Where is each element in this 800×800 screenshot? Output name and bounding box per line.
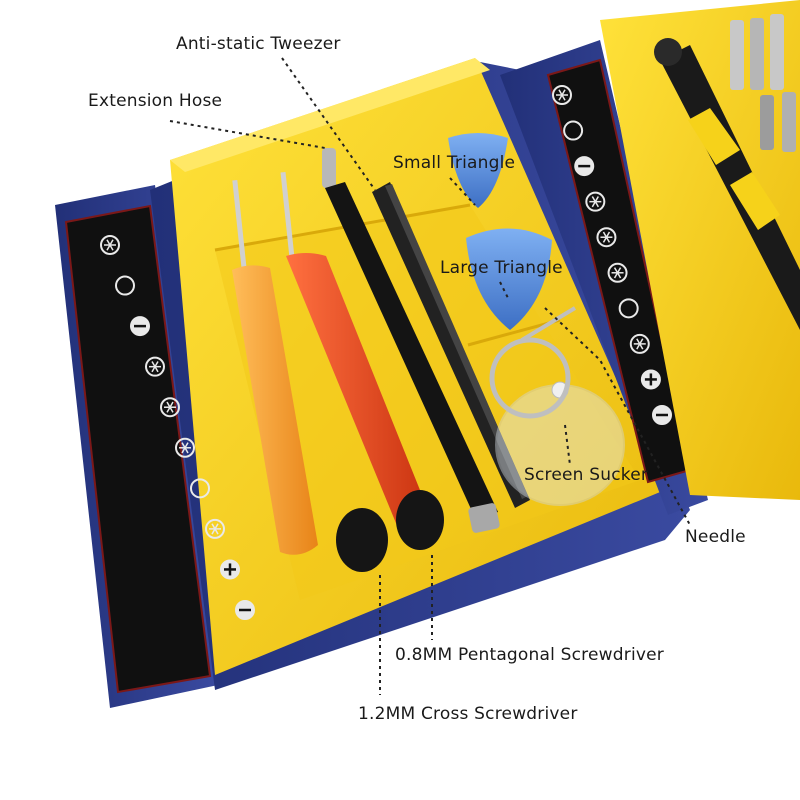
cross-bit-icon: [640, 369, 661, 390]
torx-bit-icon: [596, 227, 617, 248]
cross-bit-icon: [220, 559, 240, 580]
flat-bit-icon: [652, 405, 672, 425]
hex-bit-icon: [618, 298, 639, 319]
small-triangle-pry-tool: [448, 133, 508, 208]
right-tray: [600, 0, 800, 500]
cross-screwdriver: [280, 172, 444, 550]
anti-static-tweezer: [372, 182, 530, 508]
callout-anti-static-tweezer: Anti-static Tweezer: [176, 34, 341, 54]
hex-bit-icon: [563, 120, 584, 141]
callout-large-triangle: Large Triangle: [440, 258, 563, 278]
flat-bit-icon: [235, 600, 255, 620]
callout-extension-hose: Extension Hose: [88, 91, 223, 111]
star-bit-icon: [145, 356, 165, 377]
star-bit-icon: [585, 191, 606, 212]
flat-bit-icon: [574, 156, 595, 177]
extension-hose: [322, 148, 500, 533]
torx-bit-icon: [100, 235, 120, 255]
needle-ring: [489, 306, 577, 419]
flat-bit-icon: [130, 316, 150, 337]
torx-bit-icon: [175, 437, 195, 458]
hex-bit-icon: [115, 275, 135, 296]
left-case-panel: [55, 185, 218, 708]
callout-cross-screwdriver: 1.2MM Cross Screwdriver: [358, 704, 578, 724]
callout-small-triangle: Small Triangle: [393, 153, 516, 173]
callout-pentagonal-screwdriver: 0.8MM Pentagonal Screwdriver: [395, 645, 664, 665]
hex-bit-icon: [190, 478, 210, 499]
torx-bit-icon: [552, 85, 572, 105]
torx-bit-icon: [160, 397, 180, 418]
callout-screen-sucker: Screen Sucker: [524, 465, 649, 485]
callout-needle: Needle: [685, 527, 746, 547]
star-bit-icon: [629, 333, 650, 354]
leader-lines: [169, 57, 691, 695]
torx-bit-icon: [607, 262, 628, 283]
large-triangle-pry-tool: [466, 228, 552, 330]
pentagonal-screwdriver: [232, 180, 388, 572]
star-bit-icon: [205, 518, 225, 539]
